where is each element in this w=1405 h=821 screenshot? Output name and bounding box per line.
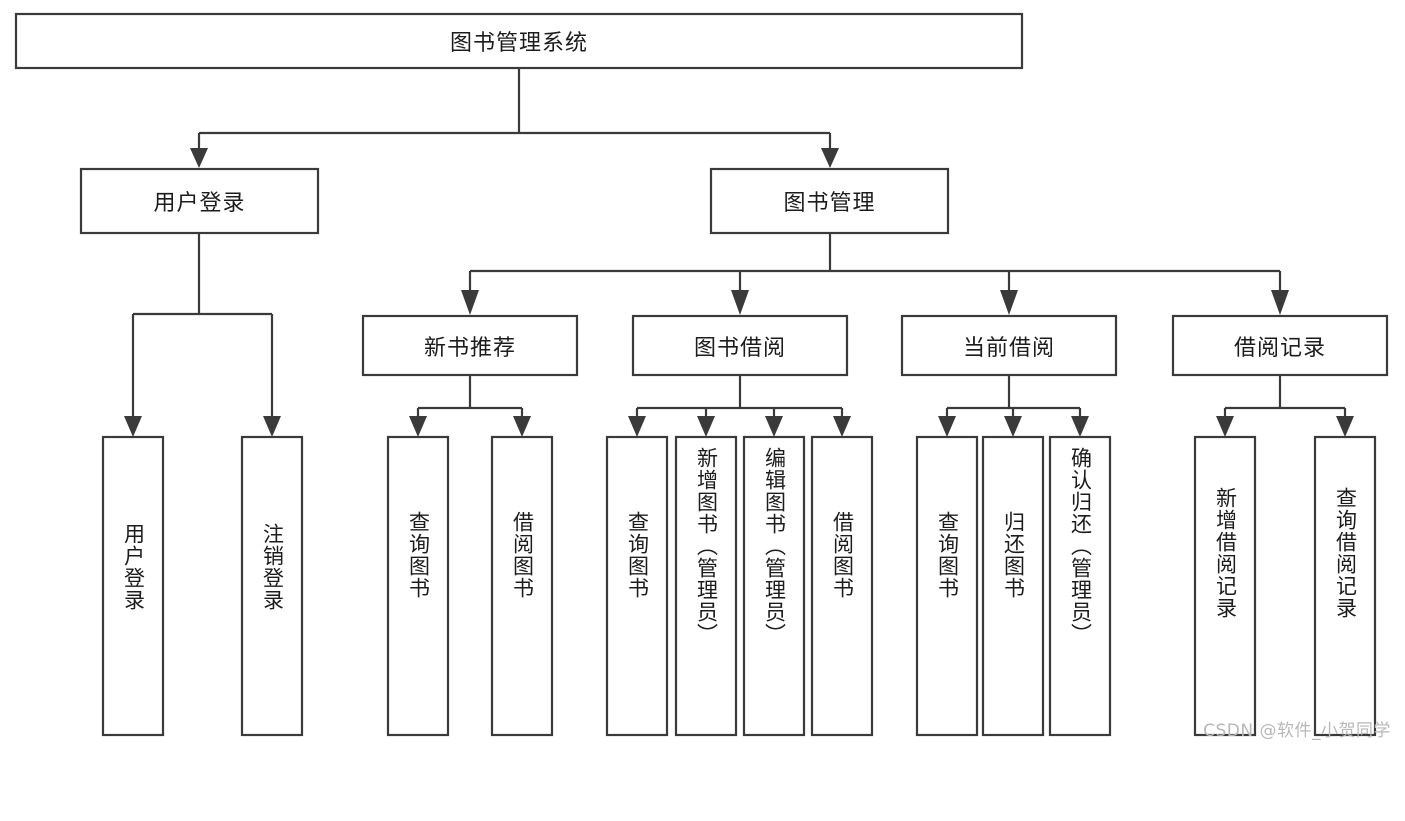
arrowhead-leaf-bookborrow-2 (697, 416, 715, 437)
node-leaf-borrow-record-2[interactable] (1313, 435, 1377, 737)
arrowhead-leaf-bookborrow-1 (628, 416, 646, 437)
connector-group-borrowrecord (1216, 376, 1354, 437)
arrowhead-leaf-bookborrow-4 (833, 416, 851, 437)
arrowhead-bookborrow (731, 290, 749, 315)
node-leaf-book-borrow-4[interactable] (810, 435, 874, 737)
node-leaf-current-borrow-2[interactable] (981, 435, 1045, 737)
node-leaf-book-borrow-3[interactable] (742, 435, 806, 737)
arrowhead-bookmgmt (821, 148, 839, 168)
node-leaf-current-borrow-3[interactable] (1048, 435, 1112, 737)
arrowhead-leaf-newbook-1 (409, 416, 427, 437)
connector-group-bookmgmt (461, 234, 1289, 315)
node-leaf-current-borrow-1[interactable] (915, 435, 979, 737)
arrowhead-leaf-bookborrow-3 (765, 416, 783, 437)
arrowhead-borrowrecord (1271, 290, 1289, 315)
arrowhead-newbook (461, 290, 479, 315)
arrowhead-leaf-borrowrecord-1 (1216, 416, 1234, 437)
arrowhead-leaf-userlogin-1 (124, 416, 142, 437)
flowchart-canvas: 图书管理系统 用户登录 图书管理 新书推荐 图书借阅 当前借阅 借阅记录 用户登… (14, 12, 1391, 741)
flowchart-svg (14, 12, 1389, 737)
connector-group-root (190, 68, 839, 168)
arrowhead-leaf-currentborrow-1 (938, 416, 956, 437)
node-user-login[interactable] (79, 167, 320, 235)
arrowhead-leaf-userlogin-2 (263, 416, 281, 437)
node-leaf-book-borrow-2[interactable] (674, 435, 738, 737)
node-root[interactable] (14, 12, 1024, 70)
node-leaf-new-book-1[interactable] (386, 435, 450, 737)
node-leaf-new-book-2[interactable] (490, 435, 554, 737)
node-leaf-user-login-2[interactable] (240, 435, 304, 737)
arrowhead-leaf-borrowrecord-2 (1336, 416, 1354, 437)
connector-group-bookborrow (628, 376, 851, 437)
node-book-management[interactable] (709, 167, 950, 235)
connector-group-userlogin (124, 234, 281, 437)
node-leaf-borrow-record-1[interactable] (1193, 435, 1257, 737)
connector-group-currentborrow (938, 376, 1089, 437)
arrowhead-currentborrow (1000, 290, 1018, 315)
arrowhead-leaf-currentborrow-2 (1004, 416, 1022, 437)
node-borrow-record[interactable] (1171, 314, 1389, 377)
node-new-book-recommend[interactable] (361, 314, 579, 377)
arrowhead-userlogin (190, 148, 208, 168)
node-book-borrow[interactable] (631, 314, 849, 377)
arrowhead-leaf-newbook-2 (513, 416, 531, 437)
node-leaf-book-borrow-1[interactable] (605, 435, 669, 737)
connector-group-newbook (409, 376, 531, 437)
arrowhead-leaf-currentborrow-3 (1071, 416, 1089, 437)
node-leaf-user-login-1[interactable] (101, 435, 165, 737)
node-current-borrow[interactable] (900, 314, 1118, 377)
